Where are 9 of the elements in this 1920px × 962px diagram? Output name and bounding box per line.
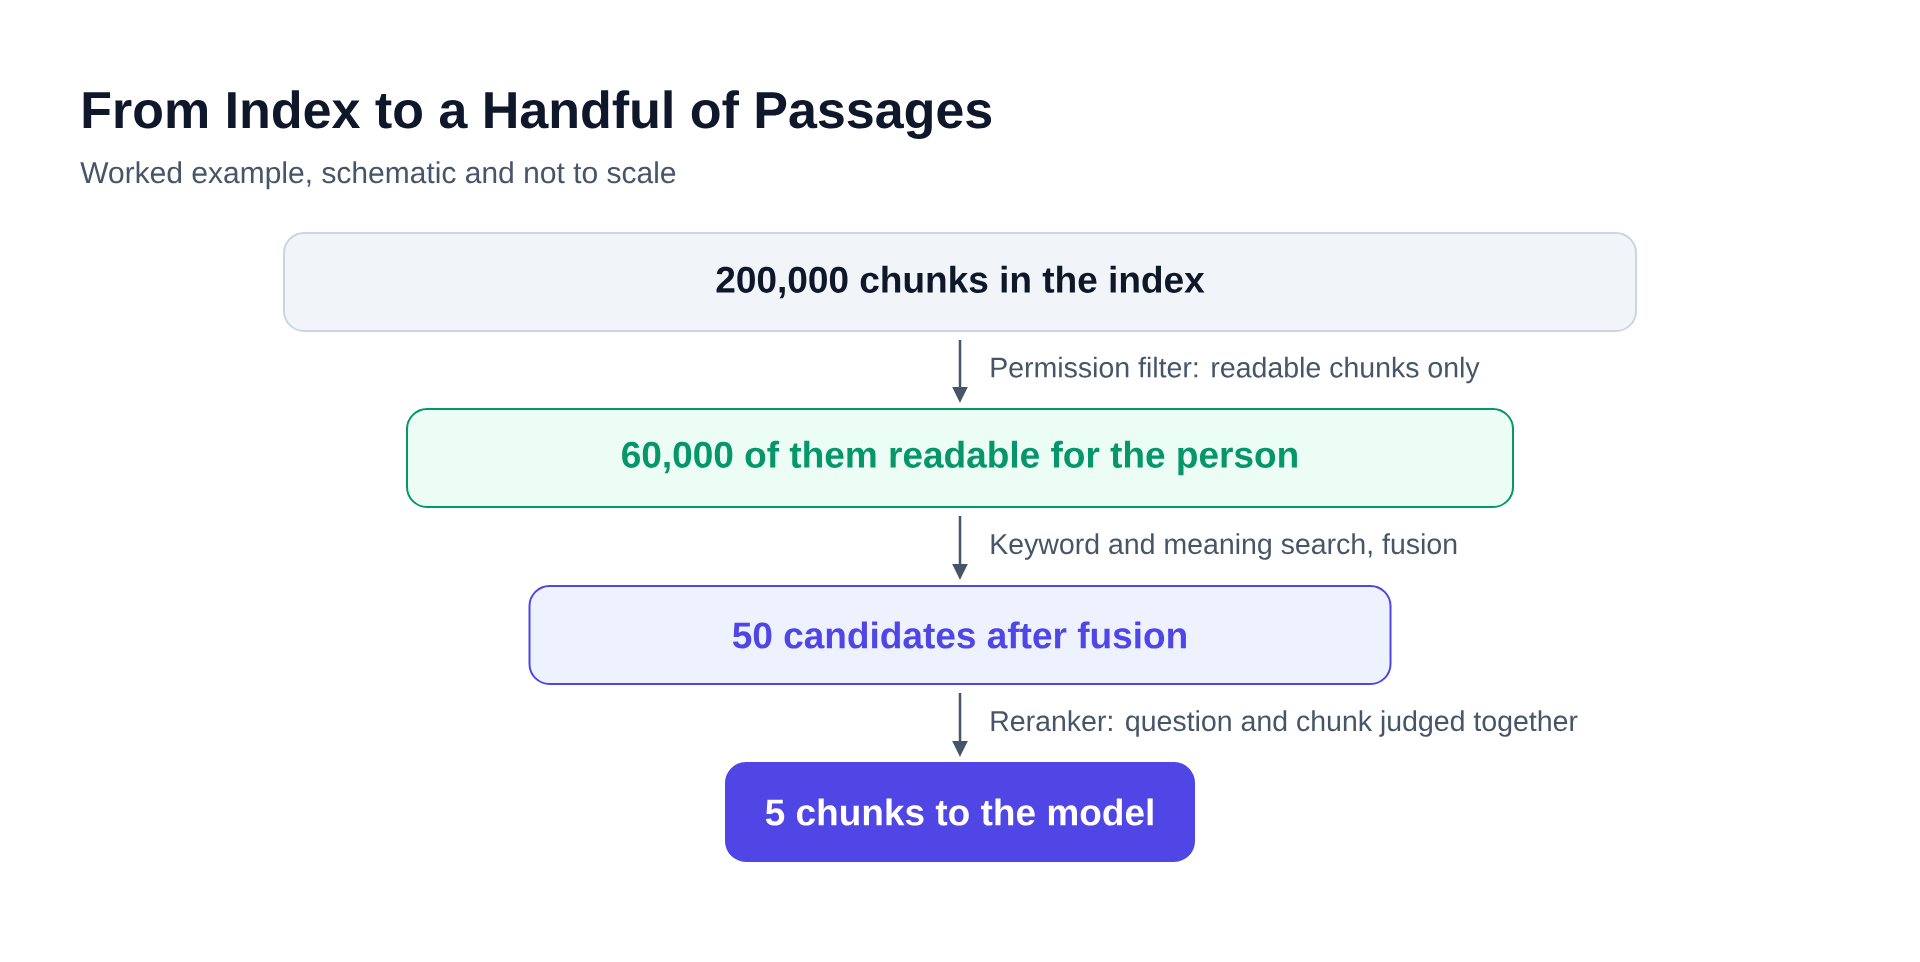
edge-label: Keyword and meaning search, fusion <box>987 531 1461 562</box>
title: From Index to a Handful of Passages <box>83 90 992 139</box>
edge-label: Reranker: question and chunk judged together <box>987 708 1581 739</box>
stage-box: 50 candidates after fusion <box>528 585 1392 685</box>
subtitle: Worked example, schematic and not to scale <box>80 161 676 190</box>
edge-label: Permission filter: readable chunks only <box>987 354 1482 386</box>
stage-box: 5 chunks to the model <box>725 762 1195 862</box>
stage-box: 60,000 of them readable for the person <box>406 408 1514 508</box>
stage-box: 200,000 chunks in the index <box>283 232 1638 332</box>
